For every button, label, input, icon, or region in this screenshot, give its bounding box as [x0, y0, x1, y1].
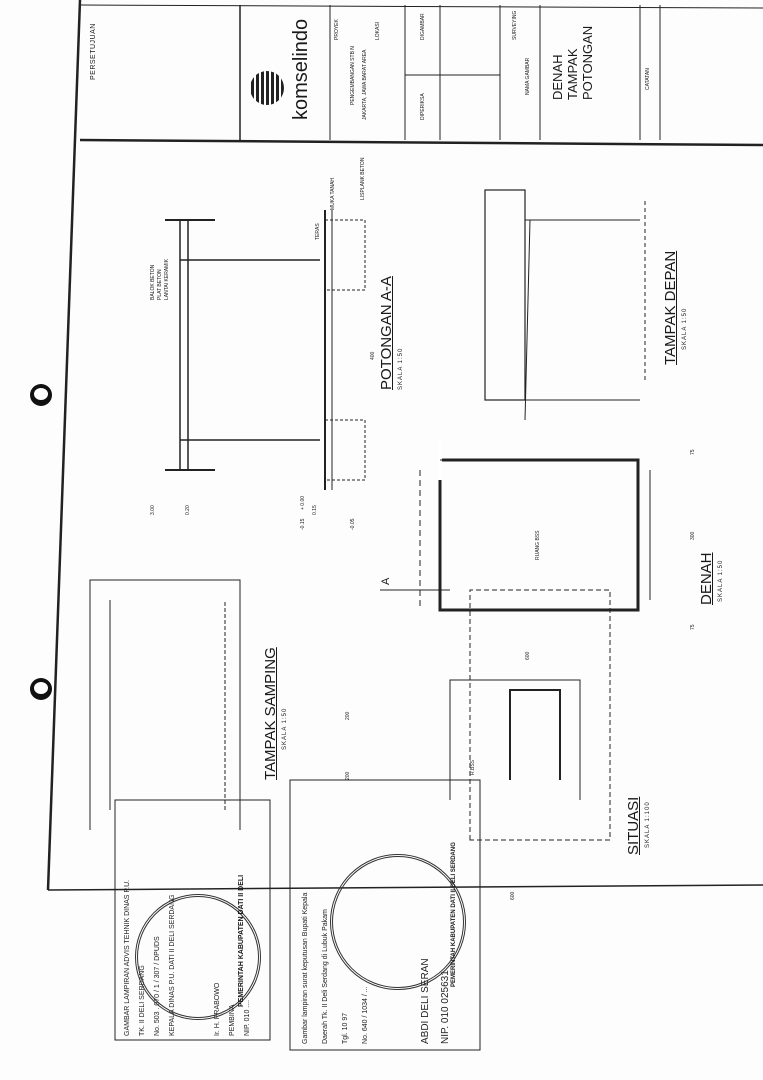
dim-020: 0.20 — [185, 505, 191, 515]
drawing-name-line: POTONGAN — [580, 25, 595, 100]
site-dim: 200 — [345, 771, 351, 780]
drawing-name: DENAH TAMPAK POTONGAN — [550, 26, 595, 100]
site-scale: SKALA 1:100 — [645, 801, 651, 848]
komselindo-logo-icon — [250, 71, 284, 105]
dim-000: + 0.00 — [300, 495, 306, 510]
side-title: TAMPAK SAMPING — [262, 647, 279, 780]
punch-hole-top — [30, 384, 52, 406]
label-lisplank: LISPLANK BETON — [360, 157, 366, 200]
project-area: JAKARTA, JAWA BARAT AREA — [362, 49, 368, 120]
drawing-name-line: DENAH — [550, 54, 565, 100]
drawing-name-line: TAMPAK — [565, 48, 580, 100]
company-name: komselindo — [290, 18, 312, 120]
label-lantai-keramik: LANTAI KERAMIK — [164, 258, 170, 300]
location-label: LOKASI — [375, 21, 381, 40]
plan-title: DENAH — [698, 552, 715, 605]
dim-neg005: -0.05 — [350, 518, 356, 530]
permit-seal: PEMERINTAH KABUPATEN DATI II DELI SERDAN… — [330, 842, 466, 990]
plan-dim: 600 — [525, 651, 531, 660]
section-title: POTONGAN A-A — [378, 276, 395, 390]
label-teras: TERAS — [315, 223, 321, 240]
stamp-line: GAMBAR LAMPIRAN ADVIS TEHNIK DINAS P.U. — [124, 879, 131, 1036]
dim-400: 400 — [370, 351, 376, 360]
dim-neg015: -0.15 — [300, 518, 306, 530]
approval-seal-text: PEMERINTAH KABUPATEN DATI II DELI — [238, 874, 245, 1007]
plan-dim: 75 — [690, 624, 696, 630]
approval-label: PERSETUJUAN — [90, 23, 97, 80]
site-dim: 200 — [345, 711, 351, 720]
label-plat-beton: PLAT BETON — [157, 269, 163, 300]
surveyor-label: SURVEYING — [512, 10, 518, 40]
project-label: PROYEK — [334, 19, 340, 40]
drawn-label: DIGAMBAR — [420, 13, 426, 40]
drawing-name-label: NAMA GAMBAR — [525, 57, 531, 95]
approval-seal: PEMERINTAH KABUPATEN DATI II DELI — [135, 875, 261, 1020]
dim-015: 0.15 — [312, 505, 318, 515]
plan-scale: SKALA 1:50 — [718, 559, 724, 602]
plan-dim: 75 — [690, 449, 696, 455]
section-scale: SKALA 1:50 — [398, 347, 404, 390]
front-title: TAMPAK DEPAN — [662, 250, 679, 365]
notes-label: CATATAN — [645, 68, 651, 90]
dim-300: 3.00 — [150, 505, 156, 515]
side-scale: SKALA 1:50 — [282, 707, 288, 750]
front-scale: SKALA 1:50 — [682, 307, 688, 350]
permit-seal-text: PEMERINTAH KABUPATEN DATI II DELI SERDAN… — [451, 842, 457, 987]
project-name: PENGEMBANGAN STB N — [350, 46, 356, 105]
site-dim: 600 — [510, 891, 516, 900]
section-mark: A — [380, 577, 392, 585]
plan-room-label: RUANG BSS — [535, 530, 541, 560]
checked-label: DIPERIKSA — [420, 93, 426, 120]
stamp-line: Gambar lampiran surat keputusan Bupati K… — [302, 892, 309, 1044]
site-title: SITUASI — [625, 796, 642, 855]
site-room-label: R.BSS — [470, 759, 476, 775]
label-muka-tanah: MUKA TANAH — [330, 177, 336, 210]
plan-dim: 300 — [690, 531, 696, 540]
label-balok-beton: BALOK BETON — [150, 264, 156, 300]
punch-hole-bottom — [30, 678, 52, 700]
